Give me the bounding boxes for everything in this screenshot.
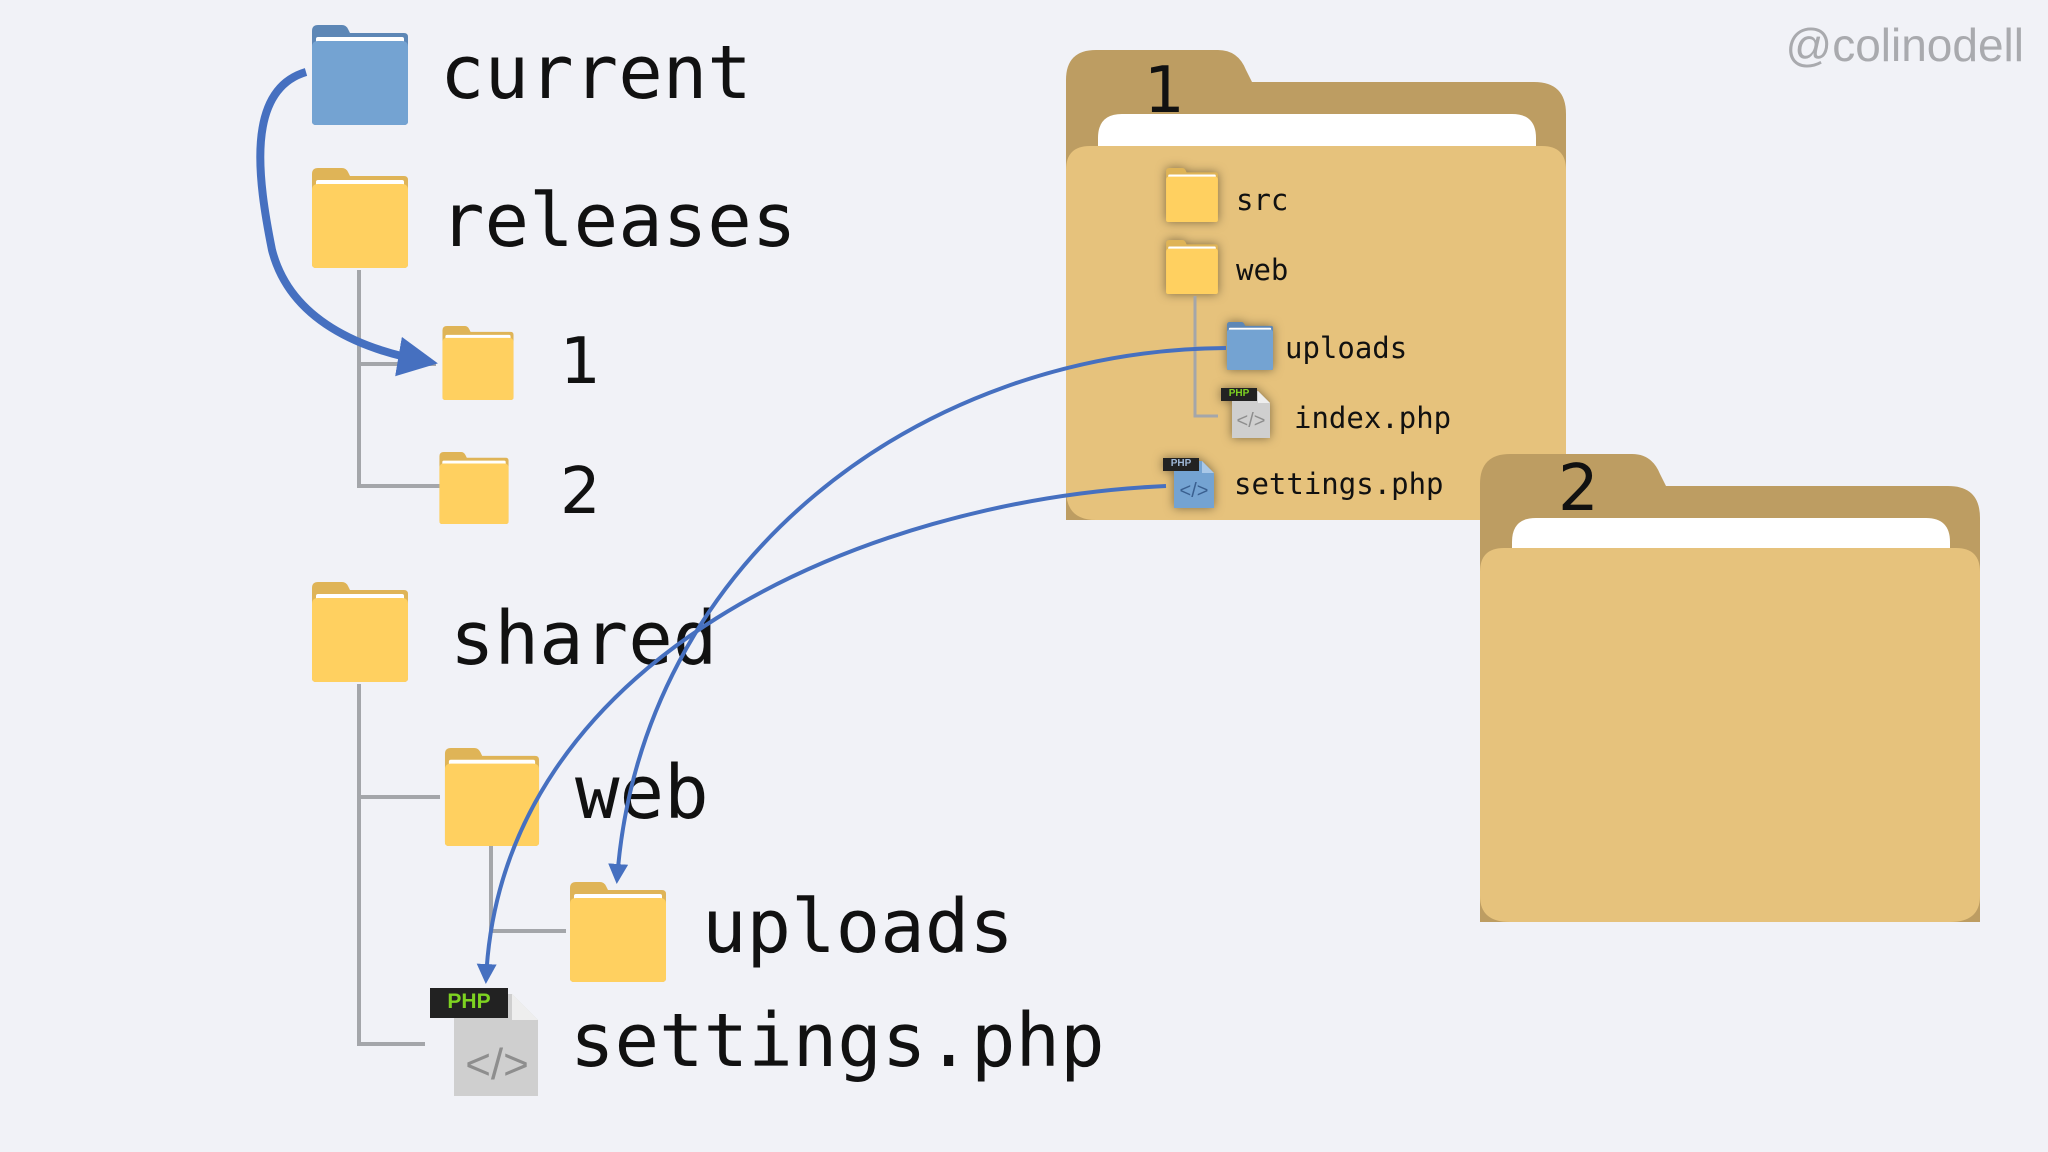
index-php-icon[interactable]: PHP </> xyxy=(1220,388,1272,440)
release-2-big-folder-shape xyxy=(1480,454,1980,922)
code-glyph-link-icon: </> xyxy=(1179,480,1209,502)
release-2-label[interactable]: 2 xyxy=(560,455,601,529)
watermark-handle: @colinodell xyxy=(1785,19,2025,71)
php-badge-small: PHP xyxy=(1228,388,1250,399)
src-label[interactable]: src xyxy=(1236,183,1289,217)
code-glyph-icon: </> xyxy=(465,1040,529,1089)
shared-uploads-label[interactable]: uploads xyxy=(702,884,1014,970)
settings-symlink-arrow xyxy=(476,484,1167,984)
release-1-tab-label: 1 xyxy=(1144,54,1185,128)
index-php-label[interactable]: index.php xyxy=(1294,401,1452,435)
current-label[interactable]: current xyxy=(440,30,752,116)
settings-symlink-icon[interactable]: PHP </> xyxy=(1162,458,1216,510)
php-badge-link: PHP xyxy=(1170,458,1192,469)
shared-label[interactable]: shared xyxy=(450,596,718,682)
shared-web-label[interactable]: web xyxy=(575,750,709,836)
release-1-big-folder-shape xyxy=(1066,50,1566,520)
release-1-big-folder[interactable]: 1 xyxy=(1066,50,1566,520)
shared-settings-label[interactable]: settings.php xyxy=(570,998,1105,1084)
uploads-label[interactable]: uploads xyxy=(1285,331,1408,365)
web-label[interactable]: web xyxy=(1236,253,1289,287)
uploads-symlink-arrow xyxy=(608,346,1227,884)
settings-php-label[interactable]: settings.php xyxy=(1234,467,1444,501)
release-2-tab-label: 2 xyxy=(1558,452,1599,526)
shared-settings-php-icon[interactable]: PHP </> xyxy=(428,988,540,1098)
release-1-label[interactable]: 1 xyxy=(560,325,601,399)
releases-label[interactable]: releases xyxy=(440,178,797,264)
release-2-big-folder[interactable]: 2 xyxy=(1480,452,1980,922)
code-glyph-small-icon: </> xyxy=(1236,410,1266,432)
current-to-release-1-arrow xyxy=(256,68,438,377)
php-badge: PHP xyxy=(447,990,491,1013)
